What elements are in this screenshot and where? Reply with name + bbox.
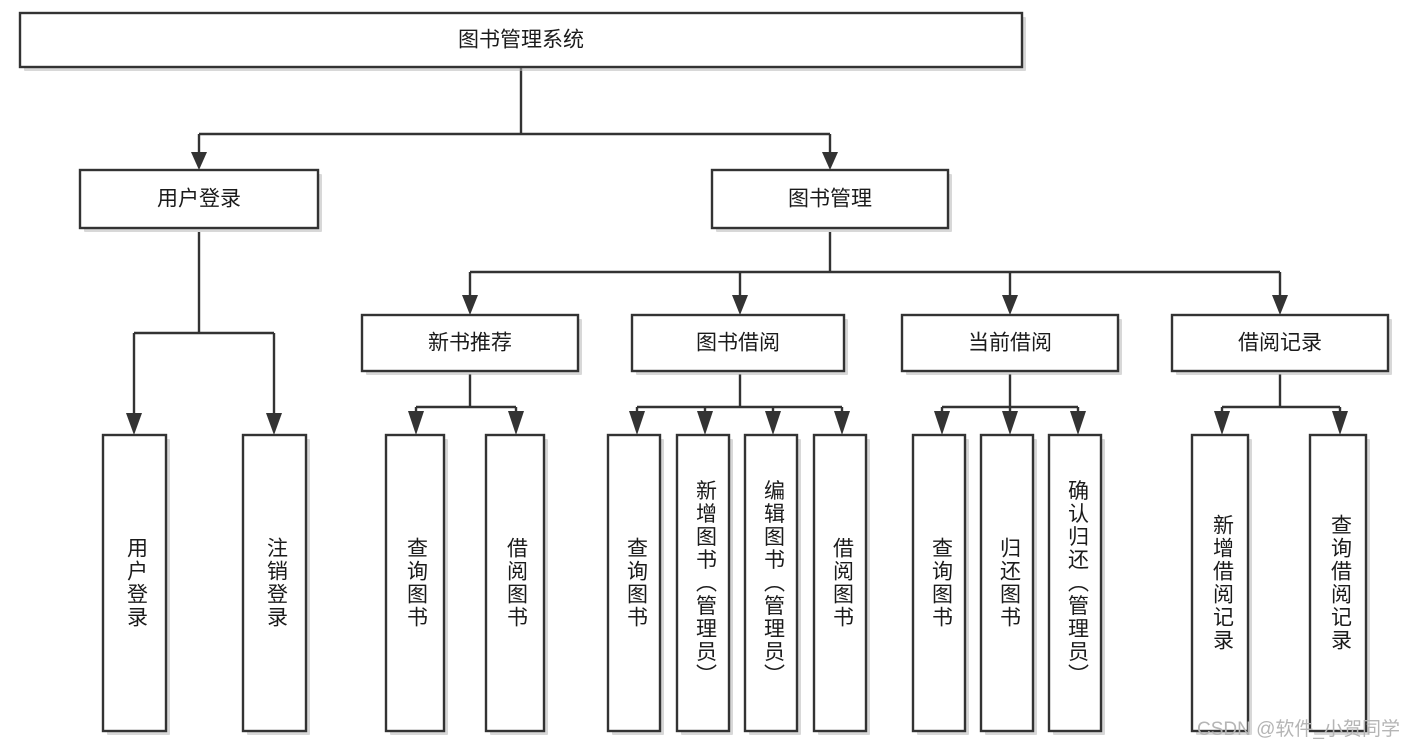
arrow-borrow-record-leaf-0 (1214, 411, 1230, 435)
leaf-user-login-0-label: 用户登录 (124, 537, 148, 629)
node-new-book-recommend-box[interactable] (360, 313, 580, 373)
leaf-borrow-record-0[interactable]: 新增借阅记录 (1190, 433, 1252, 735)
arrow-current-borrow-leaf-0 (934, 411, 950, 435)
leaf-new-book-0-box[interactable] (384, 433, 446, 733)
node-current-borrow-label: 当前借阅 (968, 332, 1052, 355)
leaf-current-borrow-1-label: 归还图书 (997, 537, 1021, 629)
leaf-new-book-1-label: 借阅图书 (504, 537, 528, 629)
arrow-new-book-leaf-0 (408, 411, 424, 435)
leaf-book-borrow-1-label: 新增图书（管理员） (693, 480, 717, 687)
leaf-current-borrow-1[interactable]: 归还图书 (979, 433, 1037, 735)
leaf-borrow-record-1-label: 查询借阅记录 (1328, 514, 1352, 652)
node-current-borrow-box[interactable] (900, 313, 1120, 373)
node-borrow-record-label: 借阅记录 (1238, 332, 1322, 355)
leaf-user-login-0[interactable]: 用户登录 (101, 433, 170, 735)
leaf-current-borrow-0-box[interactable] (911, 433, 967, 733)
arrow-current-borrow-leaf-1 (1002, 411, 1018, 435)
leaf-user-login-1-box[interactable] (241, 433, 308, 733)
node-root-box[interactable] (18, 11, 1024, 69)
leaf-new-book-0-label: 查询图书 (404, 537, 428, 629)
leaf-user-login-1-label: 注销登录 (264, 537, 288, 629)
leaf-new-book-1-box[interactable] (484, 433, 546, 733)
leaf-current-borrow-0-label: 查询图书 (929, 537, 953, 629)
node-root-label: 图书管理系统 (458, 29, 584, 52)
leaf-book-borrow-0-box[interactable] (606, 433, 662, 733)
node-user-login-box[interactable] (78, 168, 320, 230)
arrow-borrow-record-leaf-1 (1332, 411, 1348, 435)
leaf-borrow-record-0-label: 新增借阅记录 (1210, 514, 1234, 652)
leaf-borrow-record-0-box[interactable] (1190, 433, 1250, 733)
leaf-borrow-record-1-box[interactable] (1308, 433, 1368, 733)
arrow-current-borrow-leaf-2 (1070, 411, 1086, 435)
leaf-book-borrow-1[interactable]: 新增图书（管理员） (675, 433, 733, 735)
leaf-borrow-record-1[interactable]: 查询借阅记录 (1308, 433, 1370, 735)
arrow-user-login-leaf-1 (266, 413, 282, 435)
leaf-current-borrow-2-box[interactable] (1047, 433, 1103, 733)
node-book-borrow-box[interactable] (630, 313, 846, 373)
arrow-root-to-user-login (191, 152, 207, 170)
arrow-to-new-book (462, 295, 478, 315)
leaf-book-borrow-3-label: 借阅图书 (830, 537, 854, 629)
leaf-book-borrow-0[interactable]: 查询图书 (606, 433, 664, 735)
node-borrow-record[interactable]: 借阅记录 (1170, 313, 1392, 375)
arrow-user-login-leaf-0 (126, 413, 142, 435)
node-current-borrow[interactable]: 当前借阅 (900, 313, 1122, 375)
leaf-book-borrow-3-box[interactable] (812, 433, 868, 733)
arrow-book-borrow-leaf-1 (697, 411, 713, 435)
node-borrow-record-box[interactable] (1170, 313, 1390, 373)
node-user-login-label: 用户登录 (157, 188, 241, 211)
leaf-book-borrow-2[interactable]: 编辑图书（管理员） (743, 433, 801, 735)
leaf-current-borrow-2-label: 确认归还（管理员） (1065, 480, 1089, 687)
leaf-user-login-0-box[interactable] (101, 433, 168, 733)
arrow-to-current-borrow (1002, 295, 1018, 315)
node-root[interactable]: 图书管理系统 (18, 11, 1026, 71)
leaf-book-borrow-1-box[interactable] (675, 433, 731, 733)
node-book-management[interactable]: 图书管理 (710, 168, 952, 232)
node-new-book-recommend[interactable]: 新书推荐 (360, 313, 582, 375)
node-book-borrow-label: 图书借阅 (696, 332, 780, 355)
arrow-to-borrow-record (1272, 295, 1288, 315)
node-user-login[interactable]: 用户登录 (78, 168, 322, 232)
arrow-book-borrow-leaf-0 (629, 411, 645, 435)
leaf-user-login-1[interactable]: 注销登录 (241, 433, 310, 735)
leaf-book-borrow-2-label: 编辑图书（管理员） (761, 480, 785, 687)
arrow-root-to-book-mgmt (822, 152, 838, 170)
leaf-current-borrow-1-box[interactable] (979, 433, 1035, 733)
node-book-borrow[interactable]: 图书借阅 (630, 313, 848, 375)
node-book-management-label: 图书管理 (788, 188, 872, 211)
node-new-book-recommend-label: 新书推荐 (428, 332, 512, 355)
arrow-new-book-leaf-1 (508, 411, 524, 435)
leaf-book-borrow-0-label: 查询图书 (624, 537, 648, 629)
node-book-management-box[interactable] (710, 168, 950, 230)
arrow-to-book-borrow (732, 295, 748, 315)
leaf-new-book-1[interactable]: 借阅图书 (484, 433, 548, 735)
leaf-new-book-0[interactable]: 查询图书 (384, 433, 448, 735)
arrow-book-borrow-leaf-2 (765, 411, 781, 435)
arrow-book-borrow-leaf-3 (834, 411, 850, 435)
leaf-book-borrow-2-box[interactable] (743, 433, 799, 733)
leaf-book-borrow-3[interactable]: 借阅图书 (812, 433, 870, 735)
leaf-current-borrow-0[interactable]: 查询图书 (911, 433, 969, 735)
connector-layer (126, 67, 1348, 435)
leaf-current-borrow-2[interactable]: 确认归还（管理员） (1047, 433, 1105, 735)
